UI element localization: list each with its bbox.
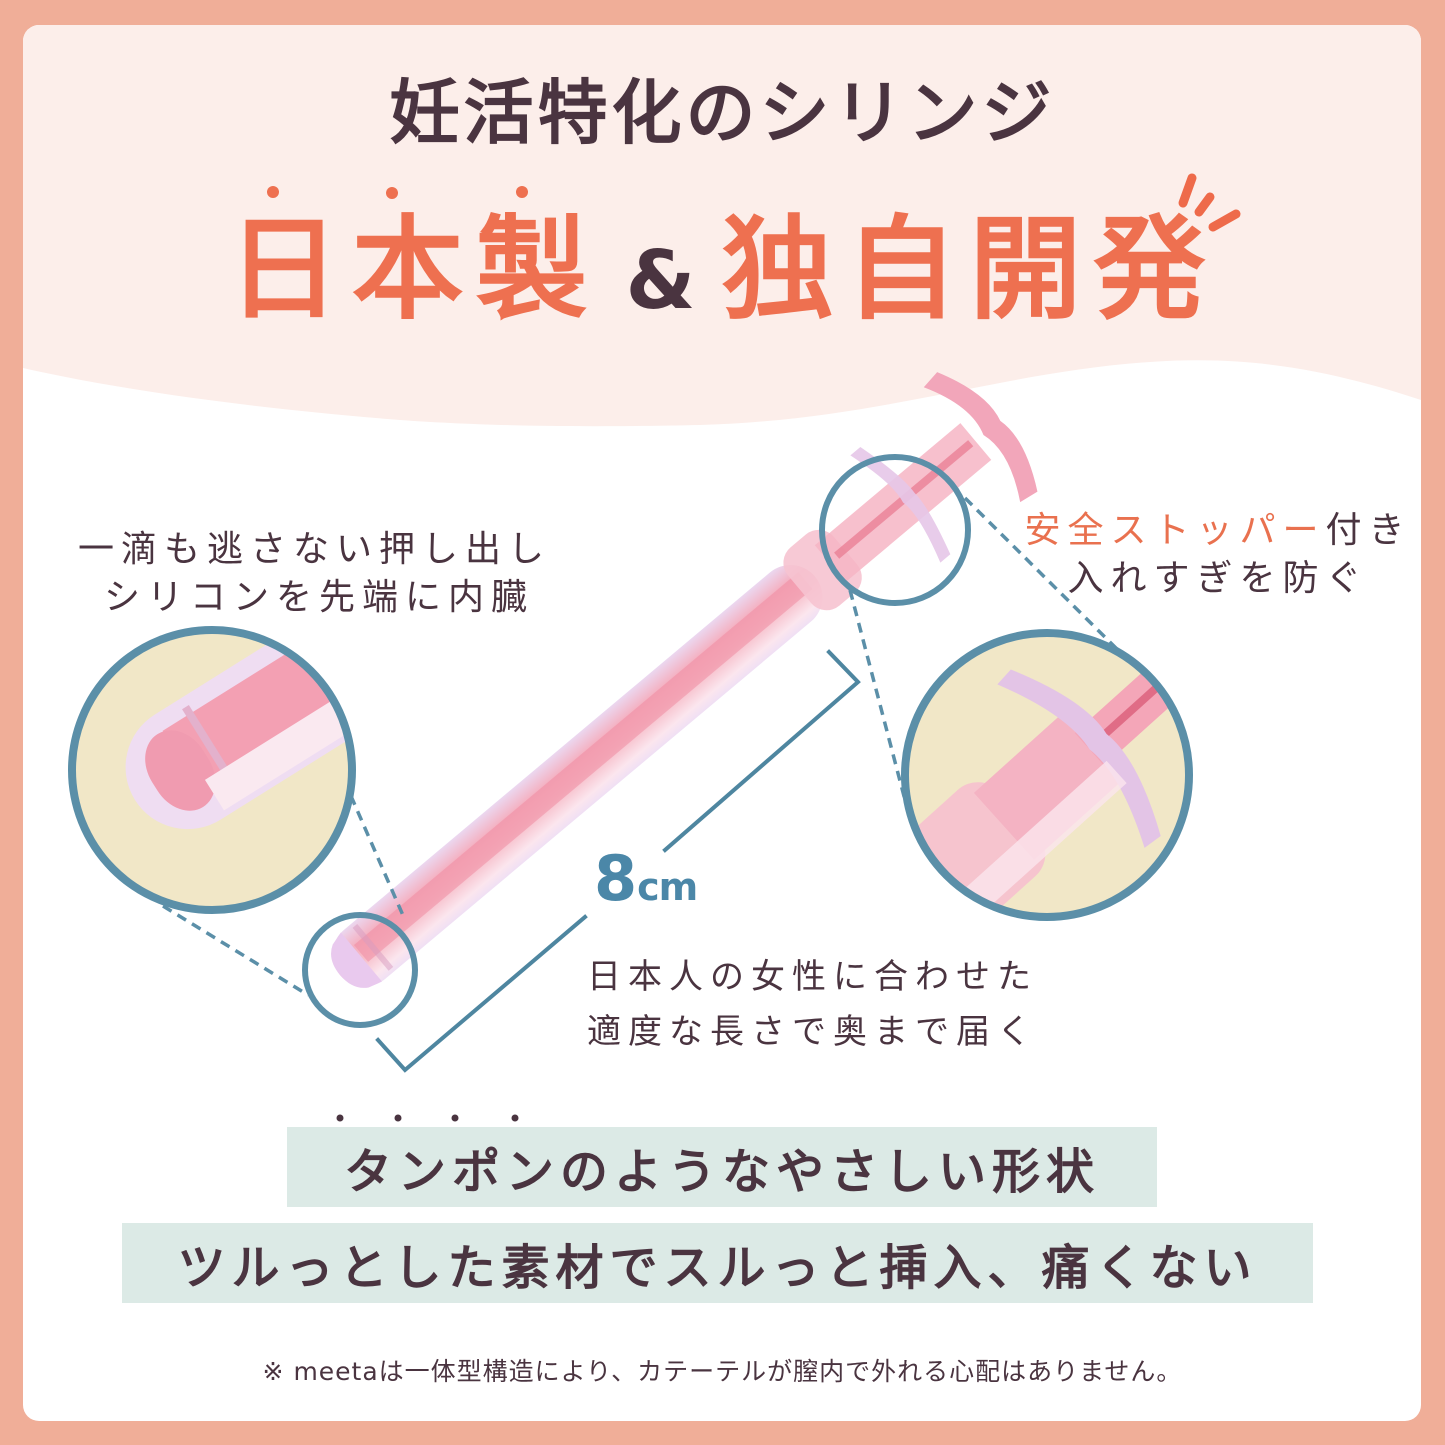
callout-stopper-line2: 入れすぎを防ぐ xyxy=(1067,558,1369,599)
length-unit: cm xyxy=(637,865,698,909)
callout-tip-line1: 一滴も逃さない押し出し xyxy=(78,529,552,570)
length-value: 8 xyxy=(594,842,638,915)
dimension-bracket xyxy=(375,649,861,1073)
magnifier-circle-stopper-icon xyxy=(901,629,1193,921)
footnote: ※ meetaは一体型構造により、カテーテルが膣内で外れる心配はありません。 xyxy=(262,1357,1183,1386)
callout-stopper: 安全ストッパー付き 入れすぎを防ぐ xyxy=(1018,507,1418,603)
callout-stopper-rest: 付き xyxy=(1325,510,1412,551)
connector-lines xyxy=(162,496,1130,997)
headline-made-in-japan: 日本製 xyxy=(227,205,600,335)
emphasis-dots-feature xyxy=(336,1114,519,1122)
header-wave xyxy=(23,25,1421,427)
callout-tip-line2: シリコンを先端に内臓 xyxy=(104,577,535,618)
magnifier-target-tip xyxy=(302,912,418,1028)
magnifier-circle-tip-icon xyxy=(68,626,356,914)
feature-shape-text: タンポンのようなやさしい形状 xyxy=(343,1144,1100,1200)
length-label: 8cm xyxy=(594,842,698,915)
emphasis-dots-headline xyxy=(267,186,528,199)
headline-original-development: 独自開発 xyxy=(721,205,1218,335)
callout-length: 日本人の女性に合わせた 適度な長さで奥まで届く xyxy=(587,950,1038,1060)
feature-material-text: ツルっとした素材でスルっと挿入、痛くない xyxy=(177,1240,1258,1296)
sparkle-accent-icon xyxy=(1178,173,1241,232)
callout-length-line1: 日本人の女性に合わせた xyxy=(587,957,1038,997)
magnifier-target-stopper xyxy=(819,454,971,606)
feature-band-shape: タンポンのようなやさしい形状 xyxy=(287,1127,1157,1207)
headline-ampersand: & xyxy=(625,234,696,327)
callout-stopper-accent: 安全ストッパー xyxy=(1024,510,1326,551)
feature-band-material: ツルっとした素材でスルっと挿入、痛くない xyxy=(122,1223,1313,1303)
page-title: 妊活特化のシリンジ xyxy=(389,72,1056,154)
syringe-illustration xyxy=(331,372,1038,988)
headline: 日本製&独自開発 xyxy=(0,205,1445,346)
callout-tip: 一滴も逃さない押し出し シリコンを先端に内臓 xyxy=(78,526,551,622)
callout-length-line2: 適度な長さで奥まで届く xyxy=(587,1012,1038,1052)
